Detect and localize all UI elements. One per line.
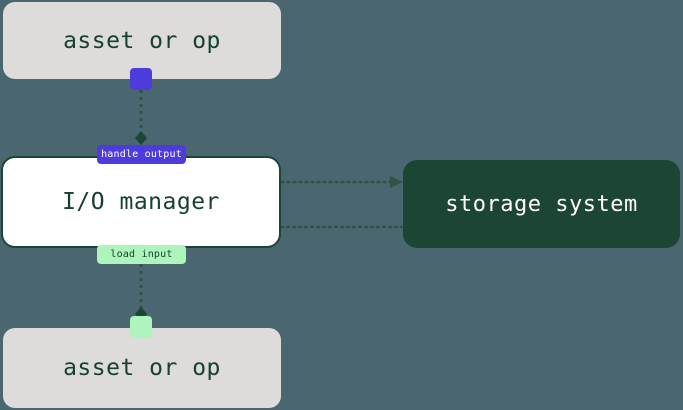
node-label: storage system [445,191,638,217]
edge-label-handle-output[interactable]: handle output [97,145,186,164]
edge-label-text: load input [110,249,173,260]
node-label: I/O manager [62,189,220,215]
port-load-input[interactable] [130,316,152,338]
edge-label-load-input[interactable]: load input [97,245,186,264]
node-label: asset or op [63,355,221,381]
node-storage-system[interactable]: storage system [403,160,680,248]
node-asset-or-op-top[interactable]: asset or op [3,2,281,79]
port-handle-output[interactable] [130,68,152,90]
node-asset-or-op-bottom[interactable]: asset or op [3,328,281,408]
arrow-marker-to-storage [390,176,403,188]
edge-asset-to-io-manager [135,90,147,145]
diamond-marker-handle-output [135,131,147,145]
edge-io-manager-to-asset [135,264,147,321]
edge-label-text: handle output [101,149,182,160]
node-label: asset or op [63,27,221,54]
node-io-manager[interactable]: I/O manager [1,156,281,248]
